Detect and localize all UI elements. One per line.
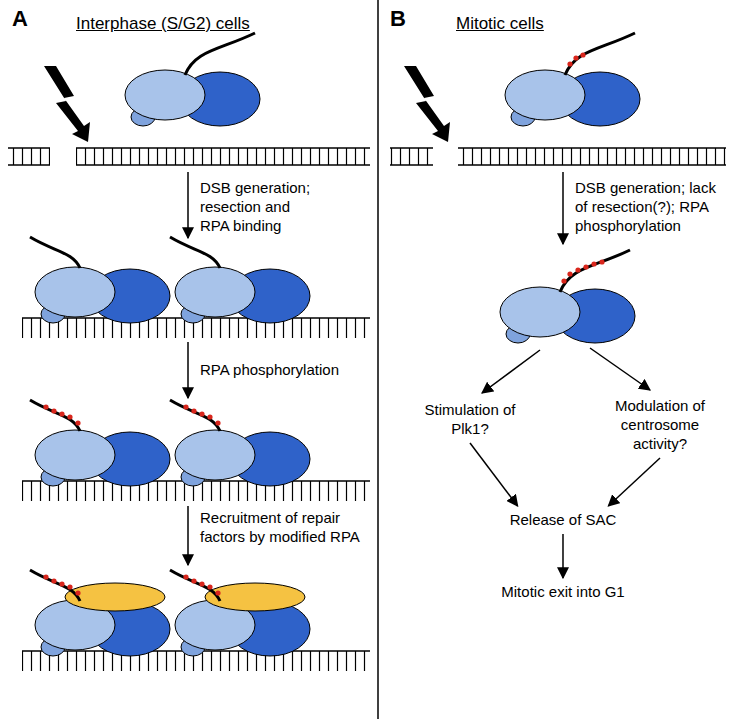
annotation-text: Recruitment of repair factors by modifie…	[200, 508, 362, 546]
node-text: Mitotic exit into G1	[501, 582, 624, 601]
connector-arrow	[608, 458, 660, 506]
node-text: Release of SAC	[510, 510, 617, 529]
text-node: Modulation of centrosome activity?	[598, 394, 722, 455]
text-node: Mitotic exit into G1	[497, 580, 628, 603]
annotation-text: RPA phosphorylation	[200, 360, 339, 379]
annotation-text: A	[12, 6, 28, 32]
connector-arrow	[562, 534, 564, 578]
text-node: Release of SAC	[506, 508, 621, 531]
node-text: Modulation of centrosome activity?	[602, 396, 718, 453]
text-node: Stimulation of Plk1?	[411, 398, 529, 440]
annotation-text: DSB generation; lack of resection(?); RP…	[575, 178, 727, 235]
annotation-text: DSB generation; resection and RPA bindin…	[200, 178, 322, 235]
annotation-text: Mitotic cells	[456, 13, 544, 34]
connector-arrow	[470, 443, 518, 506]
node-text: Stimulation of Plk1?	[415, 400, 525, 438]
annotation-text: Interphase (S/G2) cells	[76, 13, 250, 34]
annotation-text: B	[390, 6, 406, 32]
